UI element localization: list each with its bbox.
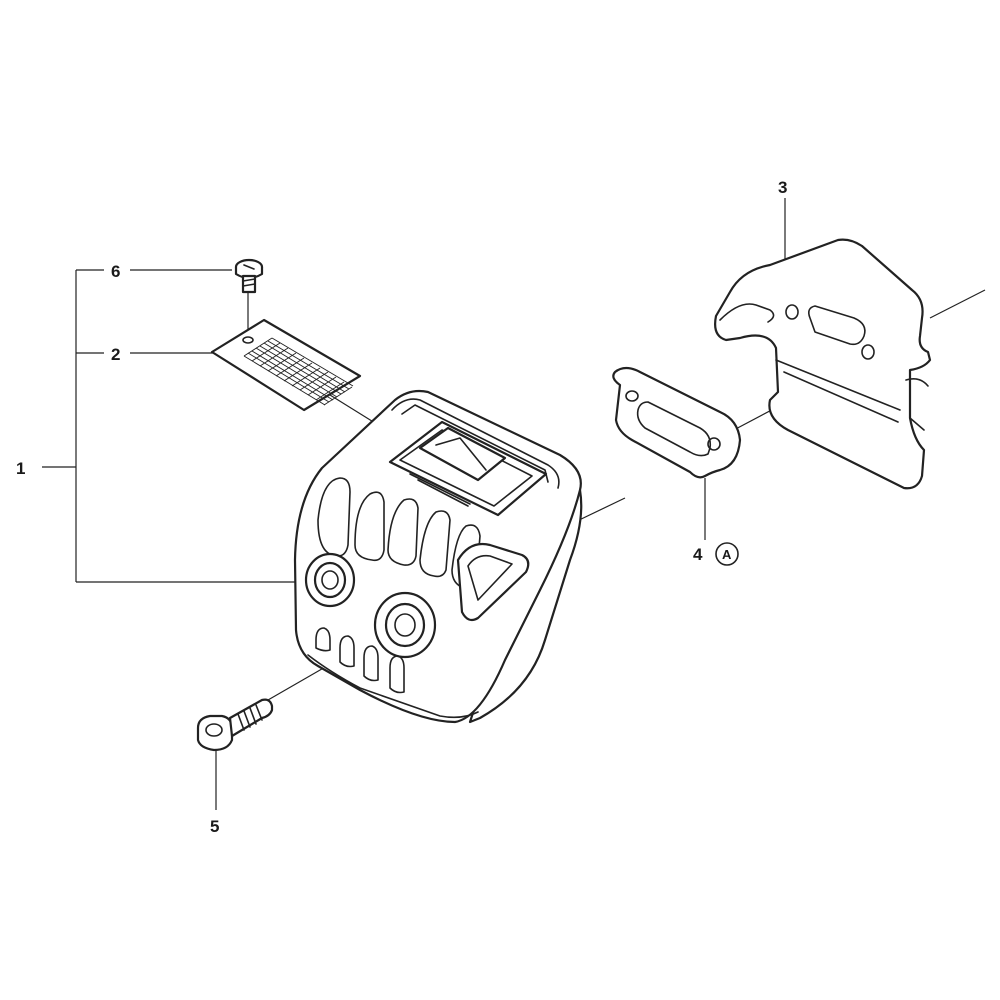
screw-small-part-6 — [234, 258, 264, 294]
callout-1: 1 — [16, 459, 25, 478]
callout-6: 6 — [111, 262, 120, 281]
callout-3: 3 — [778, 178, 787, 197]
callout-2: 2 — [111, 345, 120, 364]
screen-mesh — [243, 337, 354, 406]
bolt-part-5 — [196, 698, 274, 752]
callout-5: 5 — [210, 817, 219, 836]
reference-marker-label: A — [722, 547, 732, 562]
mounting-boss-right — [373, 591, 437, 659]
gasket-part-4 — [612, 366, 742, 479]
bracket-part-3 — [714, 238, 932, 490]
mounting-boss-left — [304, 552, 356, 608]
reference-marker-a: A — [715, 542, 739, 566]
callout-4: 4 — [693, 545, 703, 564]
spark-screen-part-2 — [210, 318, 362, 412]
assembly-bracket — [42, 269, 300, 583]
muffler-body-part-1 — [293, 389, 583, 724]
